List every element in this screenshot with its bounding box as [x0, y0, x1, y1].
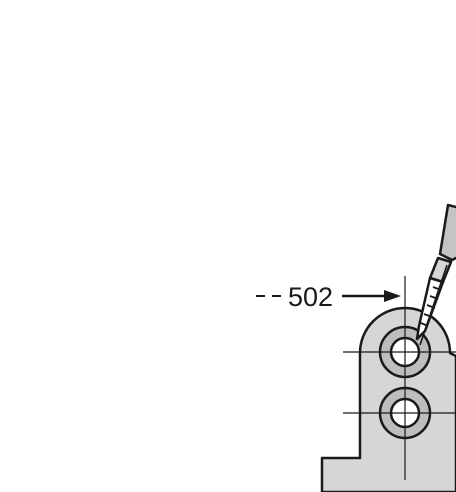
- drill-reach-line: [419, 264, 448, 346]
- centerlines: [343, 276, 456, 480]
- callout-arrowhead: [384, 290, 401, 302]
- drill-chuck: [438, 203, 456, 262]
- callout-502: 502: [256, 282, 401, 312]
- drill-bit: [415, 203, 456, 346]
- callout-label: 502: [288, 282, 333, 312]
- drill-flute-lines: [420, 286, 442, 327]
